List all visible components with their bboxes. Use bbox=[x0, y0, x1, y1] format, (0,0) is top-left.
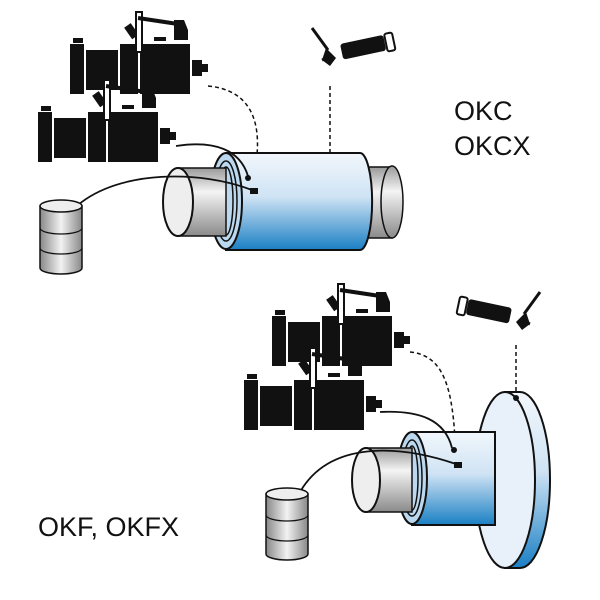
flange-coupling-icon bbox=[396, 391, 551, 569]
okc-label: OKC bbox=[454, 96, 513, 126]
grease-gun-icon bbox=[454, 290, 542, 332]
okcx-label: OKCX bbox=[454, 131, 531, 161]
hydraulic-pump-icon bbox=[270, 282, 412, 368]
okf-okfx-label: OKF, OKFX bbox=[38, 512, 180, 542]
dashed-oil-line bbox=[409, 351, 456, 441]
grease-gun-icon bbox=[310, 26, 398, 68]
okc-assembly bbox=[36, 10, 404, 275]
hydraulic-pump-icon bbox=[68, 10, 210, 97]
dashed-oil-line bbox=[207, 85, 259, 156]
coupling-sleeve-icon bbox=[209, 152, 374, 251]
oil-drum-icon bbox=[265, 487, 309, 561]
oil-drum-icon bbox=[39, 199, 83, 275]
okf-assembly bbox=[242, 282, 551, 569]
